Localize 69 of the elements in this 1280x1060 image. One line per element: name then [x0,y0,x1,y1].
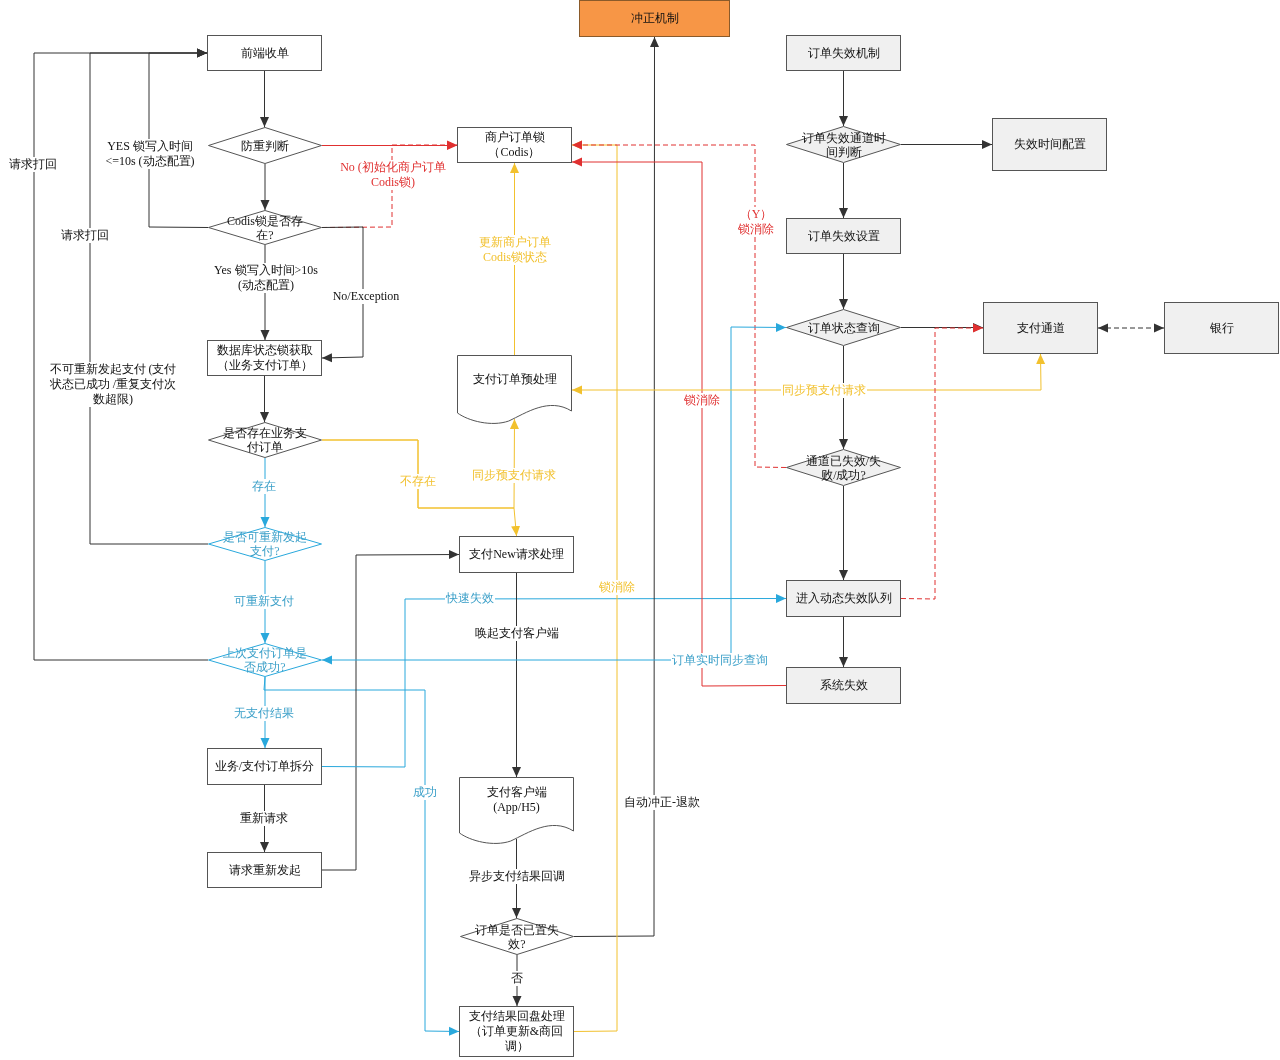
process-box: 失效时间配置 [992,118,1107,171]
arrow [512,572,521,778]
decision-diamond: 订单失效通道时间判断 [786,126,901,163]
decision-diamond: Codis锁是否存在? [208,210,322,245]
arrow [260,70,269,128]
process-box: 银行 [1164,302,1279,354]
edge-label: （Y）锁消除 [735,207,777,237]
arrow [839,162,848,219]
process-box: 订单失效设置 [786,218,901,254]
arrow [839,253,848,310]
process-box: 业务/支付订单拆分 [207,748,322,785]
edge-label: 订单实时同步查询 [671,652,769,668]
arrow [263,676,460,1036]
edge-label: 同步预支付请求 [471,467,557,483]
arrow [839,70,848,127]
arrow [571,157,787,687]
edge-label: 无支付结果 [233,705,295,721]
arrow [321,550,460,871]
edge-label: 异步支付结果回调 [468,868,566,884]
edge-label: 存在 [251,478,277,494]
arrow [321,322,787,665]
arrow [321,226,364,363]
process-box: 数据库状态锁获取（业务支付订单） [207,340,322,376]
process-box: 前端收单 [207,35,322,71]
arrow [1097,323,1165,333]
arrow [260,375,269,423]
arrow [321,594,787,768]
process-box: 支付New请求处理 [459,536,574,573]
arrow [573,36,659,937]
edge-label: 快速失效 [445,590,495,606]
decision-diamond: 订单状态查询 [786,309,901,346]
edge-label: 锁消除 [683,392,721,408]
process-box: 支付通道 [983,302,1098,354]
edge-label: 同步预支付请求 [781,382,867,398]
edge-label: 请求打回 [8,156,58,172]
arrow [900,140,993,149]
edge-label: 否 [510,970,524,986]
arrow [900,323,984,600]
decision-diamond: 通道已失效/失败/成功? [786,449,901,486]
arrow [260,163,270,211]
arrow [839,485,848,581]
process-box: 订单失效机制 [786,35,901,71]
arrow [321,418,519,509]
edge-label: No (初始化商户订单 Codis锁) [337,160,449,190]
arrow [33,48,209,661]
edge-label: 自动冲正-退款 [623,794,701,810]
document-shape: 支付订单预处理 [457,355,572,425]
decision-diamond: 订单是否已置失效? [460,918,574,955]
edge-label: 成功 [412,784,438,800]
edge-label: 唤起支付客户端 [474,625,560,641]
decision-diamond: 防重判断 [208,127,322,164]
arrow [839,616,848,668]
edge-label: 不可重新发起支付 (支付状态已成功 /重复支付次数超限) [47,361,179,407]
edge-label: 可重新支付 [233,593,295,609]
edge-label: 重新请求 [239,810,289,826]
process-box: 进入动态失效队列 [786,580,901,617]
process-box: 请求重新发起 [207,852,322,888]
edge-label: 不存在 [399,473,437,489]
edge-label: No/Exception [331,288,401,304]
process-box: 冲正机制 [579,0,730,37]
process-box: 系统失效 [786,667,901,704]
process-box: 商户订单锁（Codis） [457,127,572,163]
note-text: 请求打回 [60,227,110,243]
decision-diamond: 是否存在业务支付订单 [208,422,322,458]
document-shape: 支付客户端 (App/H5) [459,777,574,845]
arrow [571,140,787,468]
arrow [839,345,848,450]
edge-label: 锁消除 [598,579,636,595]
process-box: 支付结果回盘处理（订单更新&商回调） [459,1006,574,1057]
